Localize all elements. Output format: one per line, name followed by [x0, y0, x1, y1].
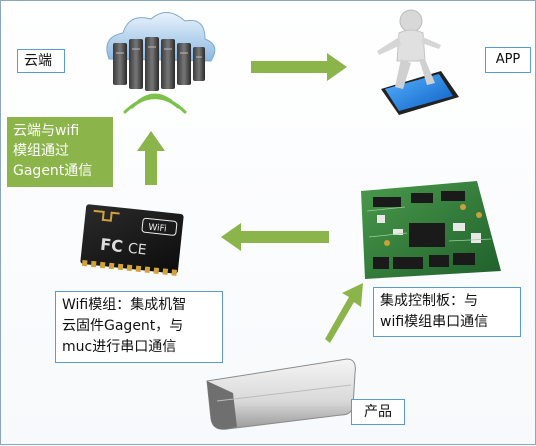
label-cloud-wifi-line3: Gagent通信	[13, 163, 93, 179]
wifi-chip-label: WiFi	[148, 223, 167, 235]
label-wifi-module-line2: 云固件Gagent，与	[62, 318, 184, 334]
label-app: APP	[485, 47, 531, 73]
label-wifi-module: Wifi模组：集成机智 云固件Gagent，与 muc进行串口通信	[55, 291, 223, 363]
arrow-product-to-board	[325, 283, 363, 343]
label-control-board-line2: wifi模组串口通信	[380, 314, 489, 330]
ce-mark: CE	[127, 241, 147, 259]
app-phone-icon	[377, 9, 459, 115]
label-control-board-line1: 集成控制板：与	[380, 293, 478, 309]
arrow-board-to-wifi	[221, 223, 329, 251]
label-cloud-wifi: 云端与wifi 模组通过 Gagent通信	[7, 117, 113, 187]
label-control-board: 集成控制板：与 wifi模组串口通信	[373, 287, 521, 337]
product-icon	[206, 358, 356, 430]
control-board-icon	[361, 181, 501, 279]
label-cloud: 云端	[17, 49, 65, 73]
label-app-text: APP	[495, 52, 521, 67]
arrow-wifi-to-cloud	[137, 131, 165, 185]
label-wifi-module-line3: muc进行串口通信	[62, 339, 177, 355]
cloud-server-icon	[106, 12, 216, 114]
label-wifi-module-line1: Wifi模组：集成机智	[62, 297, 187, 313]
signal-icon	[123, 93, 187, 114]
label-product: 产品	[351, 399, 405, 425]
label-cloud-wifi-line2: 模组通过	[13, 143, 69, 159]
fc-mark: FC	[99, 235, 124, 256]
wifi-module-icon: WiFi FC CE	[80, 204, 184, 276]
label-cloud-text: 云端	[24, 53, 52, 69]
label-cloud-wifi-line1: 云端与wifi	[13, 123, 80, 139]
arrow-cloud-to-app	[251, 53, 347, 81]
label-product-text: 产品	[364, 404, 392, 420]
